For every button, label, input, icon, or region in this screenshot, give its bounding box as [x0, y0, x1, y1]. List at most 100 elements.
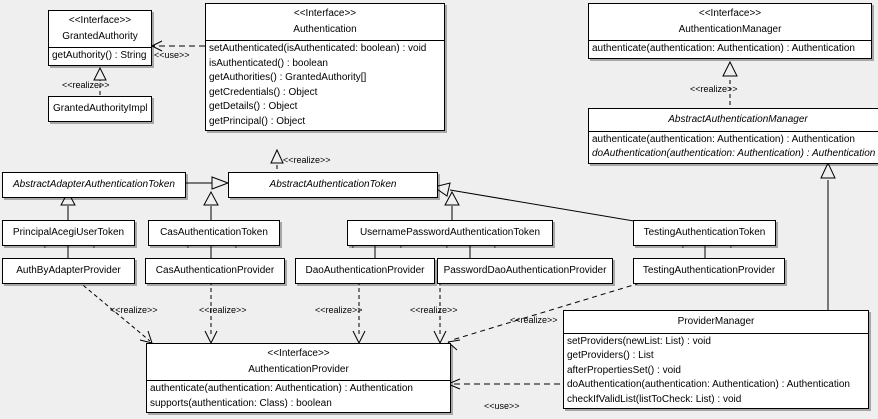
class-header: AbstractAuthenticationManager — [589, 109, 878, 132]
label-realize-cas-authentication-provider: <<realize>> — [199, 305, 247, 315]
class-header: TestingAuthenticationToken — [634, 221, 775, 245]
class-name: ProviderManager — [677, 316, 755, 327]
class-header: GrantedAuthorityImpl — [49, 97, 151, 121]
label-use-granted-authority: <<use>> — [154, 50, 190, 60]
class-members: setAuthenticated(isAuthenticated: boolea… — [206, 41, 444, 130]
class-header: ProviderManager — [564, 311, 868, 334]
label-realize-dao-authentication-provider: <<realize>> — [315, 305, 363, 315]
class-name: AuthenticationProvider — [248, 363, 349, 375]
class-members: authenticate(authentication: Authenticat… — [589, 41, 871, 58]
class-granted-authority-impl[interactable]: GrantedAuthorityImpl — [48, 96, 152, 122]
method-authenticate: authenticate(authentication: Authenticat… — [592, 133, 855, 145]
association-marker-plus: + — [680, 241, 686, 252]
class-abstract-adapter-authentication-token[interactable]: AbstractAdapterAuthenticationToken — [2, 172, 186, 198]
method-check-if-valid-list: checkIfValidList(listToCheck: List) : vo… — [567, 393, 742, 405]
class-cas-authentication-token[interactable]: CasAuthenticationToken — [148, 220, 280, 246]
label-realize-abstract-authentication-manager: <<realize>> — [690, 84, 738, 94]
class-members: authenticate(authentication: Authenticat… — [589, 132, 878, 163]
class-authentication[interactable]: <<Interface>> Authentication setAuthenti… — [205, 3, 445, 131]
association-marker-plus: + — [233, 241, 239, 252]
class-name: UsernamePasswordAuthenticationToken — [359, 227, 541, 238]
class-header: AbstractAuthenticationToken — [229, 173, 437, 197]
method-do-authentication: doAuthentication(authentication: Authent… — [592, 148, 876, 159]
class-name: PasswordDaoAuthenticationProvider — [443, 265, 607, 276]
method-supports: supports(authentication: Class) : boolea… — [150, 397, 332, 409]
method-authenticate: authenticate(authentication: Authenticat… — [592, 43, 855, 54]
class-provider-manager[interactable]: ProviderManager setProviders(newList: Li… — [563, 310, 869, 409]
method-set-providers: setProviders(newList: List) : void — [567, 335, 711, 347]
method-authenticate: authenticate(authentication: Authenticat… — [150, 383, 413, 394]
label-realize-auth-by-adapter-provider: <<realize>> — [110, 305, 158, 315]
method-set-authenticated: setAuthenticated(isAuthenticated: boolea… — [209, 43, 427, 54]
class-header: AuthByAdapterProvider — [3, 259, 134, 283]
class-name: TestingAuthenticationToken — [643, 227, 766, 238]
association-marker-plus: + — [91, 241, 97, 252]
method-get-credentials: getCredentials() : Object — [209, 86, 318, 98]
label-use-provider-manager: <<use>> — [484, 401, 520, 411]
label-realize-password-dao-authentication-provider: <<realize>> — [410, 305, 458, 315]
method-get-authorities: getAuthorities() : GrantedAuthority[] — [209, 72, 367, 83]
class-name: Authentication — [293, 23, 357, 35]
class-username-password-authentication-token[interactable]: UsernamePasswordAuthenticationToken — [347, 220, 553, 246]
method-get-details: getDetails() : Object — [209, 101, 298, 112]
class-cas-authentication-provider[interactable]: CasAuthenticationProvider — [145, 258, 285, 284]
association-marker-plus: + — [444, 241, 450, 252]
class-authentication-provider[interactable]: <<Interface>> AuthenticationProvider aut… — [146, 343, 451, 413]
class-name: CasAuthenticationToken — [160, 227, 268, 238]
class-auth-by-adapter-provider[interactable]: AuthByAdapterProvider — [2, 258, 135, 284]
class-header: UsernamePasswordAuthenticationToken — [348, 221, 552, 245]
class-name: AuthenticationManager — [678, 23, 782, 35]
class-name: GrantedAuthorityImpl — [53, 103, 148, 114]
class-testing-authentication-token[interactable]: TestingAuthenticationToken — [633, 220, 776, 246]
method-get-providers: getProviders() : List — [567, 350, 654, 361]
class-name: AbstractAdapterAuthenticationToken — [13, 179, 175, 190]
label-realize-abstract-authentication-token: <<realize>> — [283, 155, 331, 165]
class-name: AbstractAuthenticationToken — [269, 179, 397, 190]
class-testing-authentication-provider[interactable]: TestingAuthenticationProvider — [633, 258, 785, 284]
class-header: PrincipalAcegiUserToken — [3, 221, 134, 245]
class-password-dao-authentication-provider[interactable]: PasswordDaoAuthenticationProvider — [437, 258, 613, 284]
association-marker-plus: + — [728, 241, 734, 252]
class-principal-acegi-user-token[interactable]: PrincipalAcegiUserToken — [2, 220, 135, 246]
class-header: <<Interface>> GrantedAuthority — [49, 11, 151, 48]
class-header: <<Interface>> AuthenticationProvider — [147, 344, 450, 381]
association-marker-plus: + — [492, 241, 498, 252]
class-members: setProviders(newList: List) : void getPr… — [564, 334, 868, 409]
stereotype-interface: <<Interface>> — [267, 348, 330, 359]
class-name: AuthByAdapterProvider — [16, 265, 121, 276]
class-header: DaoAuthenticationProvider — [296, 259, 434, 283]
method-is-authenticated: isAuthenticated() : boolean — [209, 57, 328, 69]
class-header: CasAuthenticationProvider — [146, 259, 284, 283]
class-members: authenticate(authentication: Authenticat… — [147, 381, 450, 412]
class-header: <<Interface>> AuthenticationManager — [589, 4, 871, 41]
class-abstract-authentication-token[interactable]: AbstractAuthenticationToken — [228, 172, 438, 198]
class-header: AbstractAdapterAuthenticationToken — [3, 173, 185, 197]
association-marker-plus: + — [185, 241, 191, 252]
class-members: getAuthority() : String — [49, 48, 151, 65]
class-header: <<Interface>> Authentication — [206, 4, 444, 41]
class-name: DaoAuthenticationProvider — [305, 265, 425, 276]
class-name: PrincipalAcegiUserToken — [12, 227, 125, 238]
class-authentication-manager[interactable]: <<Interface>> AuthenticationManager auth… — [588, 3, 872, 59]
association-marker-plus: + — [42, 241, 48, 252]
stereotype-interface: <<Interface>> — [293, 8, 357, 19]
method-get-principal: getPrincipal() : Object — [209, 115, 306, 127]
class-header: PasswordDaoAuthenticationProvider — [438, 259, 612, 283]
stereotype-interface: <<Interface>> — [68, 15, 132, 26]
class-header: CasAuthenticationToken — [149, 221, 279, 245]
method-get-authority: getAuthority() : String — [52, 50, 147, 61]
class-name: GrantedAuthority — [62, 30, 138, 42]
class-name: TestingAuthenticationProvider — [642, 265, 776, 276]
class-name: AbstractAuthenticationManager — [668, 114, 808, 125]
association-marker-plus: + — [398, 241, 404, 252]
class-dao-authentication-provider[interactable]: DaoAuthenticationProvider — [295, 258, 435, 284]
label-realize-granted-authority-impl: <<realize>> — [62, 80, 110, 90]
class-abstract-authentication-manager[interactable]: AbstractAuthenticationManager authentica… — [588, 108, 878, 164]
label-realize-testing-authentication-provider: <<realize>> — [510, 315, 558, 325]
class-granted-authority[interactable]: <<Interface>> GrantedAuthority getAuthor… — [48, 10, 152, 66]
class-name: CasAuthenticationProvider — [155, 265, 275, 276]
stereotype-interface: <<Interface>> — [698, 8, 762, 19]
association-marker-plus: + — [350, 241, 356, 252]
class-header: TestingAuthenticationProvider — [634, 259, 784, 283]
